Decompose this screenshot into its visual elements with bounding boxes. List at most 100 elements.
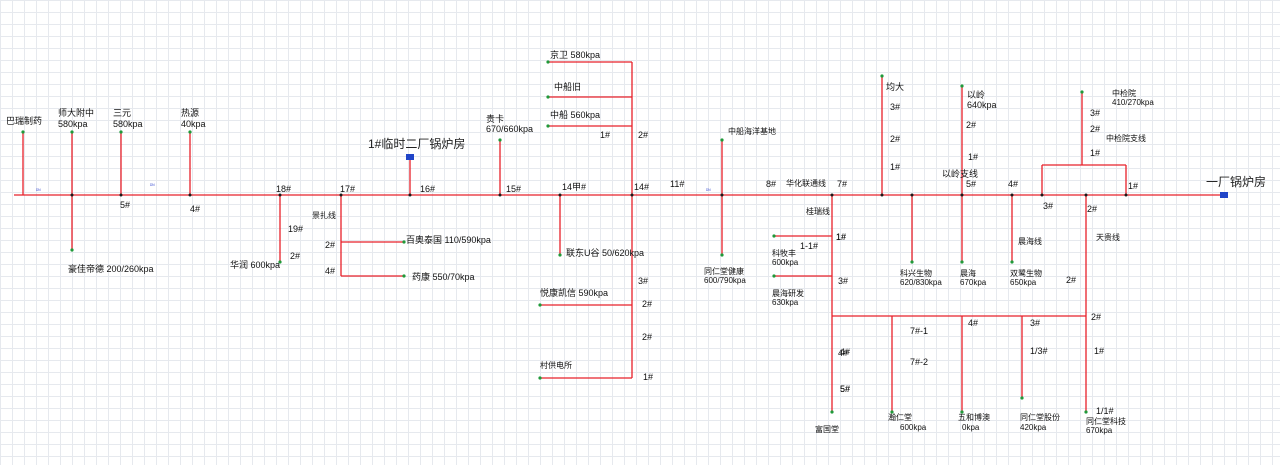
node-num: 2# [1090,124,1100,134]
label-tongrentang-gf-p: 420kpa [1020,423,1047,432]
node-num: 1# [836,232,846,242]
node-num: 1# [836,232,846,242]
label-baiyi: 百奥泰国 110/590kpa [406,234,491,245]
label-bazheng: 巴瑞制药 [6,115,42,126]
label-liandong: 联东U谷 50/620kpa [566,247,644,258]
endpoint-markers [21,60,1088,414]
main-boiler-icon[interactable] [1220,192,1228,198]
node-num: 3# [1043,201,1053,211]
label-yiling-zhi: 以岭支线 [942,168,978,179]
label-hairentang-p: 600kpa [900,423,927,432]
node-num: 4# [325,266,335,276]
node-num: 1/3# [1030,346,1048,356]
node-num: 2# [642,332,652,342]
node-num: 14甲# [562,182,586,192]
label-tongrentang-js-p: 600/790kpa [704,276,746,285]
label-kexing: 科兴生物 [900,268,932,278]
node-num: 1# [1090,148,1100,158]
node-number-labels: 5# 4# 18# 17# 16# 15# 14甲# 14# 11# 8# 7#… [120,102,1138,416]
node-num: 2# [1091,312,1101,322]
label-sanyuan-p: 580kpa [113,119,143,129]
node-num: 1-1# [800,241,818,251]
node-num: 7#-1 [910,326,928,336]
temp-boiler-icon[interactable] [406,154,414,160]
label-yuekang: 悦康凯信 590kpa [540,287,608,298]
node-num: 16# [420,184,435,194]
label-reyuan: 热源 [181,107,199,118]
label-haiyang: 中船海洋基地 [728,126,776,136]
node-num: 7#-2 [910,357,928,367]
label-guika: 贵卡 [486,113,504,124]
node-num: 19# [288,224,303,234]
label-zhongchuan: 中船旧 [554,81,581,92]
node-num: 2# [642,299,652,309]
node-num: 3# [890,102,900,112]
label-tongrentang-js: 同仁堂健康 [704,266,744,276]
node-num: 3# [838,276,848,286]
label-zhongjian: 中检院 [1112,88,1136,98]
label-yaokang: 药康 550/70kpa [412,271,475,282]
node-num: 3# [1030,318,1040,328]
node-num: 14# [634,182,649,192]
label-jingzha: 景扎线 [312,210,336,220]
label-wuhe: 五和博澳 [958,412,990,422]
svg-text:DN: DN [706,188,711,192]
label-shidafuzhong-p: 580kpa [58,119,88,129]
node-num: 15# [506,184,521,194]
node-num: 3# [1090,108,1100,118]
label-tianguixian: 天贵线 [1096,232,1120,242]
pipe-annotations: DN DN DN [36,183,711,192]
label-kexing-p: 620/830kpa [900,278,942,287]
node-num: 1# [1128,181,1138,191]
node-num: 8# [766,179,776,189]
node-num: 2# [290,251,300,261]
node-num: 2# [890,134,900,144]
node-num: 5# [840,384,850,394]
svg-text:DN: DN [150,183,155,187]
label-tongrentang-kj: 同仁堂科技 [1086,416,1126,426]
node-num: 11# [670,179,684,189]
node-num: 4# [190,204,200,214]
node-num: 4# [838,348,848,358]
node-num: 2# [638,130,648,140]
label-sanyuan: 三元 [113,108,131,118]
label-chenhaixian: 晨海线 [1018,236,1042,246]
label-fuguotang: 富国堂 [815,424,839,434]
label-shidafuzhong: 师大附中 [58,107,94,118]
node-num: 5# [120,200,130,210]
label-shuangzhu: 双鹭生物 [1010,268,1042,278]
node-num: 5# [966,179,976,189]
node-num: 4# [1008,179,1018,189]
label-yiling-p: 640kpa [967,100,997,110]
node-num: 4# [968,318,978,328]
label-shuangzhu-p: 650kpa [1010,278,1037,287]
label-chenhai2: 晨海 [960,268,976,278]
node-num: 3# [638,276,648,286]
junction-nodes [70,193,1128,197]
node-num: 1# [890,162,900,172]
label-cungong: 村供电所 [540,360,572,370]
node-num: 1# [643,372,653,382]
label-junda: 均大 [886,81,904,92]
label-wuhe-p: 0kpa [962,423,980,432]
node-num: 1/1# [1096,406,1114,416]
label-huahua: 华化联通线 [786,178,826,188]
label-tongrentang-kj-p: 670kpa [1086,426,1113,435]
node-num: 18# [276,184,291,194]
label-zhongjian-zhi: 中检院支线 [1106,133,1146,143]
node-num: 17# [340,184,355,194]
node-num: 4# [840,347,850,357]
label-hairentang: 瀚仁堂 [888,412,912,422]
label-kemumu: 科牧丰 [772,248,796,258]
label-yiling: 以岭 [967,89,985,100]
label-chenhai-p: 630kpa [772,298,799,307]
label-chenhai: 晨海研发 [772,288,804,298]
node-num: 2# [1066,275,1076,285]
label-jingwei: 京卫 580kpa [550,49,600,60]
node-num: 7# [837,179,847,189]
node-num: 1# [1094,346,1104,356]
label-zhuangzhuang: 桂瑞线 [806,206,830,216]
node-num: 2# [1087,204,1097,214]
label-zhongjian-p: 410/270kpa [1112,98,1154,107]
